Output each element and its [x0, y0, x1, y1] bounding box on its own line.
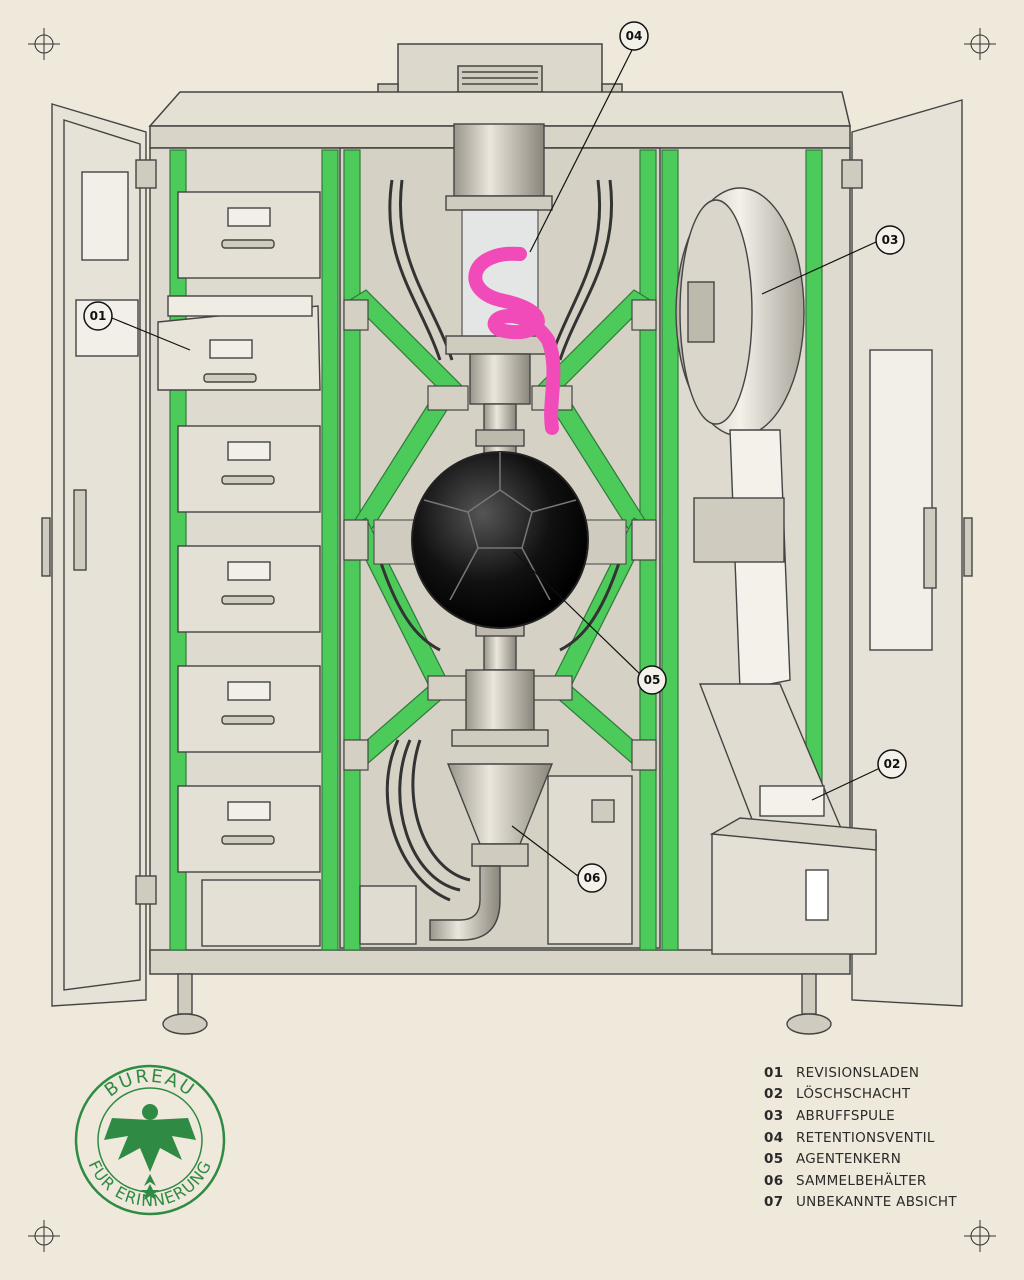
legend-label: RETENTIONSVENTIL: [796, 1129, 935, 1146]
legend-item: 07 UNBEKANNTE ABSICHT: [764, 1192, 1004, 1214]
legend-label: AGENTENKERN: [796, 1151, 902, 1168]
fluid-stream: [468, 246, 561, 435]
collection-box: [359, 775, 633, 945]
legend-item: 02 LÖSCHSCHACHT: [764, 1084, 1004, 1106]
legend-item: 06 SAMMELBEHÄLTER: [764, 1170, 1004, 1192]
legend-number: 01: [764, 1064, 784, 1081]
legend-label: LÖSCHSCHACHT: [796, 1086, 911, 1103]
right-door: [841, 99, 973, 1007]
legend-item: 04 RETENTIONSVENTIL: [764, 1127, 1004, 1149]
cables: [378, 179, 622, 902]
joint-plates: [343, 299, 657, 771]
svg-text:BUREAU: BUREAU: [101, 1066, 199, 1102]
legend-label: SAMMELBEHÄLTER: [796, 1172, 927, 1189]
left-door: [41, 103, 157, 1007]
legend-label: REVISIONSLADEN: [796, 1064, 920, 1081]
svg-text:02: 02: [884, 757, 901, 771]
legend-number: 06: [764, 1172, 784, 1189]
legend-number: 07: [764, 1194, 784, 1211]
registration-marks: [28, 28, 996, 1252]
callout-06: 06: [577, 863, 607, 893]
callout-04: 04: [619, 21, 649, 51]
svg-text:03: 03: [882, 233, 899, 247]
cabinet-feet: [162, 973, 832, 1035]
legend-item: 03 ABRUFFSPULE: [764, 1105, 1004, 1127]
bureau-seal: BUREAU FÜR ERINNERUNG: [74, 1064, 226, 1216]
svg-text:05: 05: [644, 673, 661, 687]
legend-label: UNBEKANNTE ABSICHT: [796, 1194, 957, 1211]
central-column: [429, 123, 554, 941]
legend-number: 05: [764, 1151, 784, 1168]
legend-number: 03: [764, 1107, 784, 1124]
legend-number: 02: [764, 1086, 784, 1103]
svg-text:06: 06: [584, 871, 601, 885]
svg-text:04: 04: [626, 29, 643, 43]
callout-02: 02: [877, 749, 907, 779]
retrieval-spool: [675, 187, 848, 841]
callout-03: 03: [875, 225, 905, 255]
legend-label: ABRUFFSPULE: [796, 1107, 895, 1124]
drawer-stack: [157, 191, 321, 947]
callout-05: 05: [637, 665, 667, 695]
svg-text:01: 01: [90, 309, 107, 323]
agent-core: [373, 451, 627, 629]
legend-item: 05 AGENTENKERN: [764, 1148, 1004, 1170]
legend: 01 REVISIONSLADEN 02 LÖSCHSCHACHT 03 ABRUFFSP…: [764, 1062, 1004, 1213]
leader-lines: [111, 49, 881, 877]
erasure-chute: [709, 785, 877, 955]
legend-number: 04: [764, 1129, 784, 1146]
callout-01: 01: [83, 301, 113, 331]
eagle-icon: [104, 1104, 196, 1186]
legend-item: 01 REVISIONSLADEN: [764, 1062, 1004, 1084]
